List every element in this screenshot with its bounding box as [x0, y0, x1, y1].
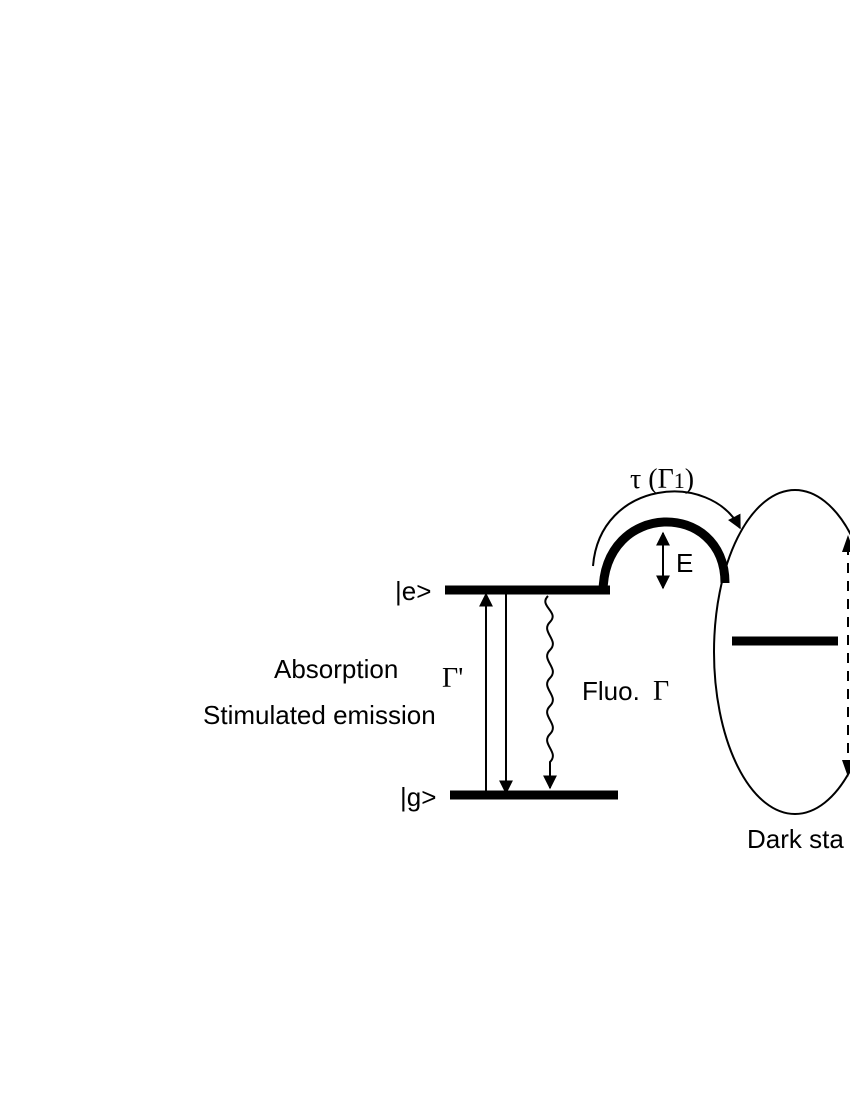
dark-state-ellipse [713, 489, 850, 815]
gamma-prime-label: Γ' [442, 663, 463, 694]
dark-state-arrowhead-down [842, 760, 850, 777]
dark-state-label: Dark sta [747, 824, 844, 854]
fluorescence-wavy-arrow [543, 595, 557, 790]
energy-barrier [598, 517, 730, 594]
transfer-rate-label: τ (Γ1) [630, 464, 694, 495]
dark-state-arrowhead-up [842, 535, 850, 552]
ground-state-label: |g> [400, 782, 436, 812]
excited-state-label: |e> [395, 576, 431, 606]
transfer-arrow [592, 490, 741, 567]
fluorescence-label: Fluo. Γ [582, 676, 669, 707]
stimulated-emission-label: Stimulated emission [203, 700, 436, 730]
barrier-energy-label: E [676, 548, 693, 578]
absorption-label: Absorption [274, 654, 398, 684]
